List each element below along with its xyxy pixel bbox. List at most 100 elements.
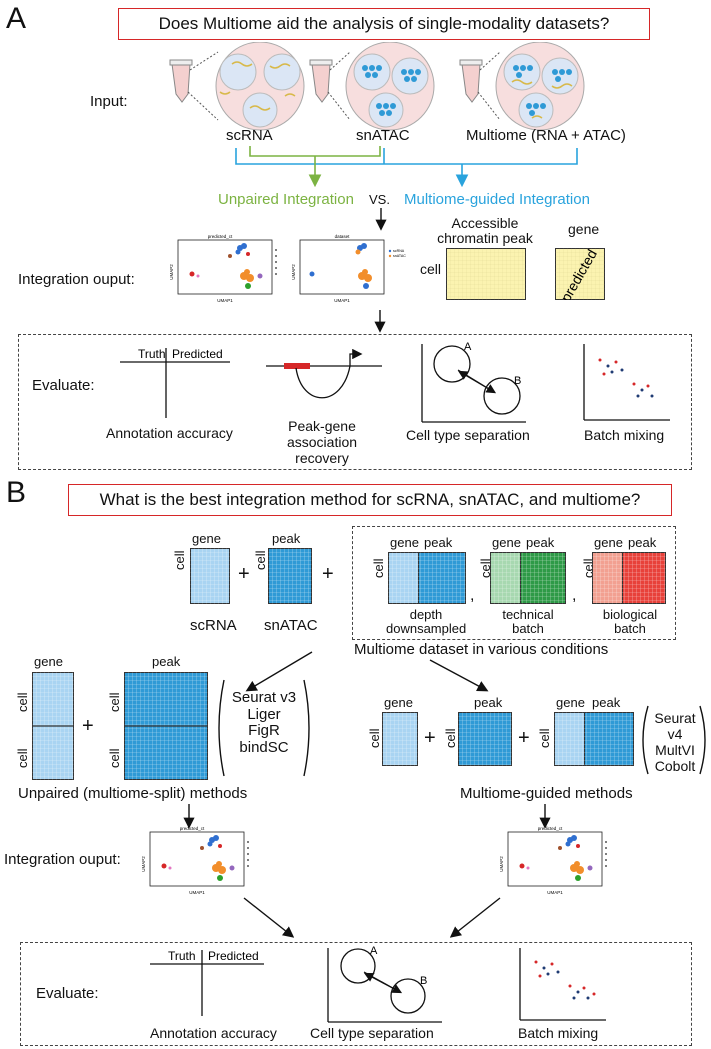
snatac-label-b: snATAC bbox=[264, 617, 318, 634]
unpaired-gene-matrix bbox=[32, 672, 74, 780]
multiome-conditions-box bbox=[352, 526, 676, 640]
panel-b-question: What is the best integration method for … bbox=[99, 490, 641, 509]
cell-label-guided-1: cell bbox=[367, 728, 382, 748]
umap-ylabel-2: UMAP2 bbox=[291, 264, 296, 280]
gene-header-a: gene bbox=[568, 221, 600, 237]
metric-annotation-accuracy-b: Annotation accuracy bbox=[150, 1025, 277, 1041]
metric-peak-gene-a: Peak-gene association recovery bbox=[286, 418, 358, 467]
method-figr: FigR bbox=[248, 722, 280, 739]
cell-label-scrna: cell bbox=[172, 550, 187, 570]
legend-scrna: scRNA bbox=[393, 249, 405, 253]
unpaired-methods-list: Seurat v3 Liger FigR bindSC bbox=[224, 689, 304, 756]
evaluate-box-a bbox=[18, 334, 692, 470]
unpaired-caption: Unpaired (multiome-split) methods bbox=[18, 785, 248, 802]
guided-caption: Multiome-guided methods bbox=[460, 785, 633, 802]
input-illustrations bbox=[169, 42, 585, 131]
cell-label-a: cell bbox=[420, 261, 442, 277]
batch-mixing-icon-b bbox=[519, 948, 606, 1021]
batch-mixing-icon-a bbox=[583, 344, 670, 421]
gene-label-technical: gene bbox=[492, 535, 521, 550]
method-cobolt: Cobolt bbox=[654, 758, 696, 775]
panel-a-letter: A bbox=[6, 2, 27, 35]
umap-title-predicted: predicted_ct bbox=[208, 234, 233, 239]
legend-snatac: snATAC bbox=[393, 254, 406, 258]
panel-b-split-arrows bbox=[245, 651, 489, 692]
truth-label-b: Truth bbox=[168, 949, 196, 963]
cell-label-unpaired-top: cell bbox=[15, 692, 30, 712]
evaluate-label-a: Evaluate: bbox=[32, 377, 95, 394]
panel-b-letter: B bbox=[6, 476, 27, 509]
input-multiome: Multiome (RNA + ATAC) bbox=[466, 127, 626, 144]
peak-gene-icon bbox=[266, 348, 382, 399]
method-multvi: MultVI bbox=[655, 742, 695, 759]
metric-annotation-accuracy-a: Annotation accuracy bbox=[106, 425, 233, 441]
input-snatac: snATAC bbox=[356, 127, 410, 144]
cell-label-unpaired-bottom: cell bbox=[15, 748, 30, 768]
umap-xlabel-2: UMAP1 bbox=[334, 298, 350, 303]
cell-label-unpaired-peak-bottom: cell bbox=[107, 748, 122, 768]
accessible-peak-header: Accessible chromatin peak bbox=[437, 215, 533, 247]
guided-peak-matrix bbox=[458, 712, 512, 766]
metric-batch-mixing-b: Batch mixing bbox=[518, 1025, 599, 1041]
multiome-tube-icon bbox=[459, 51, 501, 121]
metric-cell-type-separation-b: Cell type separation bbox=[310, 1025, 434, 1041]
point-a-label-b: A bbox=[370, 945, 378, 957]
method-seurat-v4: Seurat v4 bbox=[654, 710, 696, 743]
metric-cell-type-separation-a: Cell type separation bbox=[406, 427, 530, 443]
panel-a-connectors bbox=[235, 146, 578, 231]
scrna-tube-icon bbox=[169, 51, 219, 121]
method-liger: Liger bbox=[247, 705, 281, 723]
umap-xlabel-unpaired-b: UMAP1 bbox=[189, 890, 205, 895]
umap-ylabel: UMAP2 bbox=[169, 264, 174, 280]
umap-plot-unpaired-b: predicted_ct UMAP1 UMAP2 bbox=[141, 826, 249, 895]
predicted-label-a: Predicted bbox=[172, 347, 223, 361]
peak-label-unpaired: peak bbox=[152, 654, 181, 669]
unpaired-paren-left bbox=[218, 679, 225, 777]
multiome-caption: Multiome dataset in various conditions bbox=[354, 641, 609, 658]
umap-plot-guided-b: predicted_ct UMAP1 UMAP2 bbox=[499, 826, 607, 895]
guided-multiome-matrix bbox=[554, 712, 634, 766]
vs-label: VS. bbox=[369, 192, 390, 207]
peak-label-technical: peak bbox=[526, 535, 555, 550]
unpaired-integration-label: Unpaired Integration bbox=[218, 191, 354, 208]
biological-batch-matrix bbox=[592, 552, 666, 604]
plus-1: + bbox=[238, 563, 250, 585]
annotation-accuracy-icon-b: Truth Predicted bbox=[150, 949, 264, 1016]
unpaired-paren-right bbox=[303, 679, 310, 777]
plus-guided-2: + bbox=[518, 727, 530, 749]
umap-ylabel-guided-b: UMAP2 bbox=[499, 856, 504, 872]
umap-xlabel-guided-b: UMAP1 bbox=[547, 890, 563, 895]
cell-label-unpaired-peak-top: cell bbox=[107, 692, 122, 712]
gene-label-unpaired: gene bbox=[34, 654, 63, 669]
guided-methods-list: Seurat v4 MultVI Cobolt bbox=[646, 710, 704, 774]
panel-a-question-box: Does Multiome aid the analysis of single… bbox=[118, 8, 650, 40]
scrna-cells-icon bbox=[215, 42, 305, 131]
peak-matrix-yellow bbox=[446, 248, 526, 300]
umap-title-dataset: dataset bbox=[335, 234, 351, 239]
plus-unpaired: + bbox=[82, 715, 94, 737]
scrna-matrix bbox=[190, 548, 230, 604]
arrow-to-evaluate-a bbox=[374, 310, 386, 333]
cell-label-guided-2: cell bbox=[443, 728, 458, 748]
evaluate-label-b: Evaluate: bbox=[36, 985, 99, 1002]
cell-type-separation-icon-b: A B bbox=[327, 945, 442, 1023]
condition-depth: depth downsampled bbox=[386, 607, 467, 637]
guided-paren-right bbox=[699, 705, 706, 775]
panel-b-converge-arrows bbox=[243, 897, 501, 938]
depth-downsampled-matrix bbox=[388, 552, 466, 604]
umap-ylabel-unpaired-b: UMAP2 bbox=[141, 856, 146, 872]
unpaired-peak-matrix bbox=[124, 672, 208, 780]
umap-title-guided-b: predicted_ct bbox=[538, 826, 563, 831]
condition-technical: technical batch bbox=[502, 607, 554, 637]
umap-xlabel: UMAP1 bbox=[217, 298, 233, 303]
condition-biological: biological batch bbox=[602, 607, 658, 637]
integration-output-label-b: Integration ouput: bbox=[4, 851, 121, 868]
peak-label-biological: peak bbox=[628, 535, 657, 550]
gene-label-depth: gene bbox=[390, 535, 419, 550]
plus-guided-1: + bbox=[424, 727, 436, 749]
technical-batch-matrix bbox=[490, 552, 566, 604]
annotation-accuracy-icon: Truth Predicted bbox=[120, 347, 230, 418]
peak-label-depth: peak bbox=[424, 535, 453, 550]
panel-a-question: Does Multiome aid the analysis of single… bbox=[158, 14, 610, 33]
multiome-nuclei-icon bbox=[495, 42, 585, 131]
